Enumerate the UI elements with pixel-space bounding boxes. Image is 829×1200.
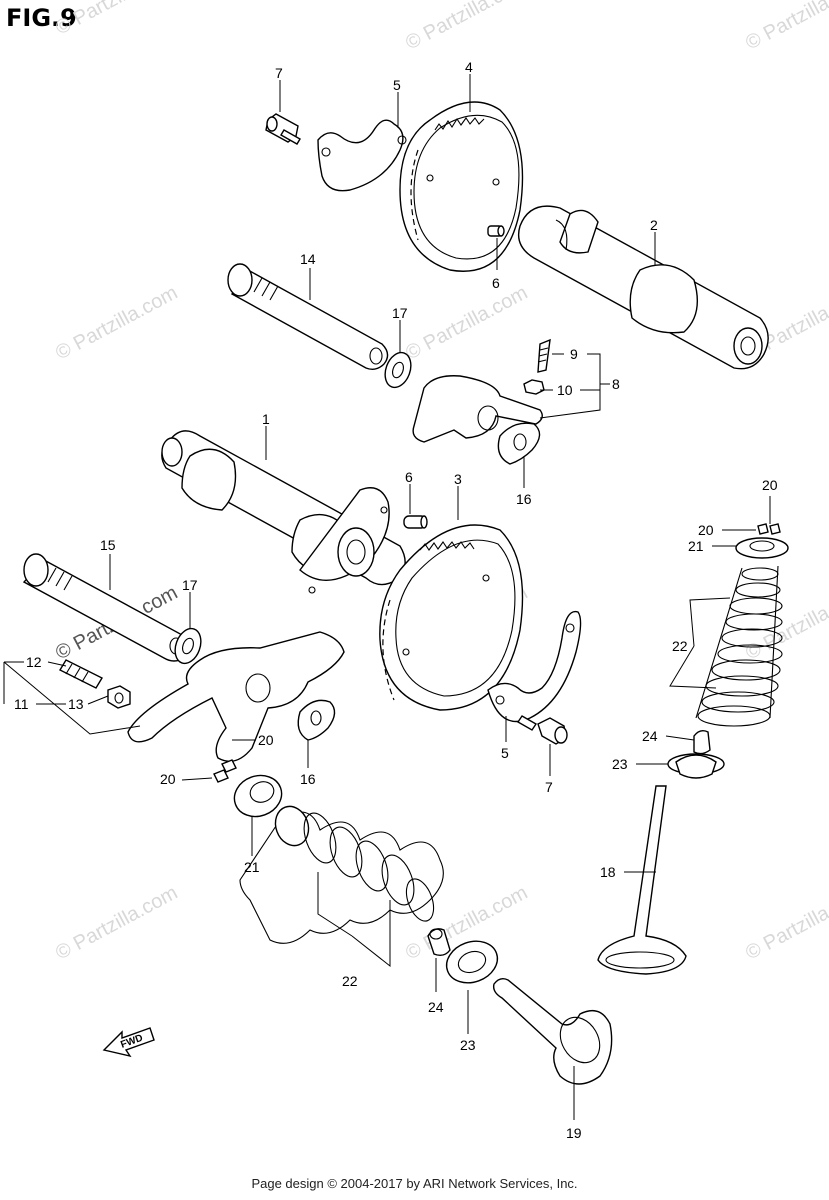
callout-23: 23 bbox=[612, 756, 628, 772]
callout-13: 13 bbox=[68, 696, 84, 712]
part-5-bracket-upper[interactable] bbox=[317, 119, 407, 192]
part-23-spring-seat-upper[interactable] bbox=[667, 753, 725, 779]
watermark: © Partzilla.com bbox=[742, 0, 829, 54]
callout-22: 22 bbox=[672, 638, 688, 654]
watermark: © Partzilla.com bbox=[52, 882, 181, 965]
callout-5: 5 bbox=[393, 77, 401, 93]
callout-20: 20 bbox=[698, 522, 714, 538]
part-21-spring-retainer-lower[interactable] bbox=[229, 769, 288, 823]
part-23-spring-seat-lower[interactable] bbox=[441, 934, 504, 989]
part-4-cam-sprocket-upper[interactable] bbox=[399, 101, 524, 272]
part-21-spring-retainer-upper[interactable] bbox=[735, 537, 789, 559]
callout-7: 7 bbox=[545, 779, 553, 795]
callout-5: 5 bbox=[501, 745, 509, 761]
callout-8: 8 bbox=[612, 376, 620, 392]
part-22-valve-spring-lower[interactable] bbox=[239, 802, 444, 944]
leader-lines bbox=[3, 74, 771, 1120]
callout-21: 21 bbox=[244, 859, 260, 875]
part-18-valve-upper[interactable] bbox=[597, 785, 687, 975]
callout-4: 4 bbox=[465, 59, 473, 75]
watermark: © Partzilla.com bbox=[52, 0, 181, 39]
callout-12: 12 bbox=[26, 654, 42, 670]
part-8-rocker-arm-upper[interactable] bbox=[412, 375, 543, 443]
callout-3: 3 bbox=[454, 471, 462, 487]
part-7-bolt-lower[interactable] bbox=[517, 715, 568, 745]
part-5-bracket-lower[interactable] bbox=[487, 610, 582, 723]
part-24-stem-seal-upper[interactable] bbox=[693, 729, 711, 755]
callout-17: 17 bbox=[182, 577, 198, 593]
callout-22: 22 bbox=[342, 973, 358, 989]
callout-labels: 7 5 4 2 6 14 17 9 10 8 16 1 6 3 15 17 12… bbox=[14, 59, 778, 1141]
part-13-nut-lower[interactable] bbox=[107, 685, 131, 709]
fwd-arrow: FWD bbox=[102, 1027, 155, 1058]
part-7-bolt-upper[interactable] bbox=[265, 113, 301, 145]
callout-20: 20 bbox=[762, 477, 778, 493]
page-footer: Page design © 2004-2017 by ARI Network S… bbox=[251, 1176, 578, 1191]
part-6-pin-upper[interactable] bbox=[487, 225, 505, 237]
callout-16: 16 bbox=[300, 771, 316, 787]
callout-2: 2 bbox=[650, 217, 658, 233]
part-24-stem-seal-lower[interactable] bbox=[427, 928, 451, 957]
part-20-cotters-lower[interactable] bbox=[213, 759, 237, 783]
part-20-cotters-upper[interactable] bbox=[757, 523, 781, 535]
callout-20: 20 bbox=[258, 732, 274, 748]
part-10-nut-upper[interactable] bbox=[523, 379, 545, 395]
callout-18: 18 bbox=[600, 864, 616, 880]
callout-15: 15 bbox=[100, 537, 116, 553]
callout-20: 20 bbox=[160, 771, 176, 787]
part-16-spring-washer-lower[interactable] bbox=[297, 699, 336, 741]
part-12-adjuster-screw-lower[interactable] bbox=[59, 659, 103, 689]
callout-16: 16 bbox=[516, 491, 532, 507]
part-11-rocker-arm-lower[interactable] bbox=[127, 631, 345, 762]
part-19-valve-lower[interactable] bbox=[492, 977, 613, 1085]
part-14-rocker-shaft-upper[interactable] bbox=[227, 263, 389, 371]
callout-9: 9 bbox=[570, 346, 578, 362]
callout-14: 14 bbox=[300, 251, 316, 267]
part-9-adjuster-screw-upper[interactable] bbox=[537, 338, 551, 373]
figure-title: FIG.9 bbox=[6, 4, 77, 32]
part-6-pin-lower[interactable] bbox=[403, 515, 428, 529]
callout-24: 24 bbox=[642, 728, 658, 744]
part-1-camshaft-lower[interactable] bbox=[161, 430, 406, 594]
callout-19: 19 bbox=[566, 1125, 582, 1141]
callout-24: 24 bbox=[428, 999, 444, 1015]
callout-1: 1 bbox=[262, 411, 270, 427]
callout-11: 11 bbox=[14, 696, 29, 712]
callout-21: 21 bbox=[688, 538, 704, 554]
callout-10: 10 bbox=[557, 382, 573, 398]
part-22-valve-spring-upper[interactable] bbox=[695, 565, 783, 727]
watermark: © Partzilla.com bbox=[52, 282, 181, 365]
watermark: © Partzilla.com bbox=[742, 882, 829, 965]
callout-6: 6 bbox=[492, 275, 500, 291]
part-17-washer-lower[interactable] bbox=[171, 625, 206, 667]
callout-17: 17 bbox=[392, 305, 408, 321]
callout-7: 7 bbox=[275, 65, 283, 81]
callout-23: 23 bbox=[460, 1037, 476, 1053]
part-3-cam-sprocket-lower[interactable] bbox=[379, 524, 524, 711]
watermark: © Partzilla.com bbox=[402, 0, 531, 54]
callout-6: 6 bbox=[405, 469, 413, 485]
part-2-camshaft-upper[interactable] bbox=[517, 205, 769, 370]
part-16-spring-washer-upper[interactable] bbox=[497, 422, 541, 465]
part-17-washer-upper[interactable] bbox=[381, 349, 416, 391]
watermark: © Partzilla.com bbox=[402, 282, 531, 365]
watermark: © Partzilla.com bbox=[742, 582, 829, 665]
